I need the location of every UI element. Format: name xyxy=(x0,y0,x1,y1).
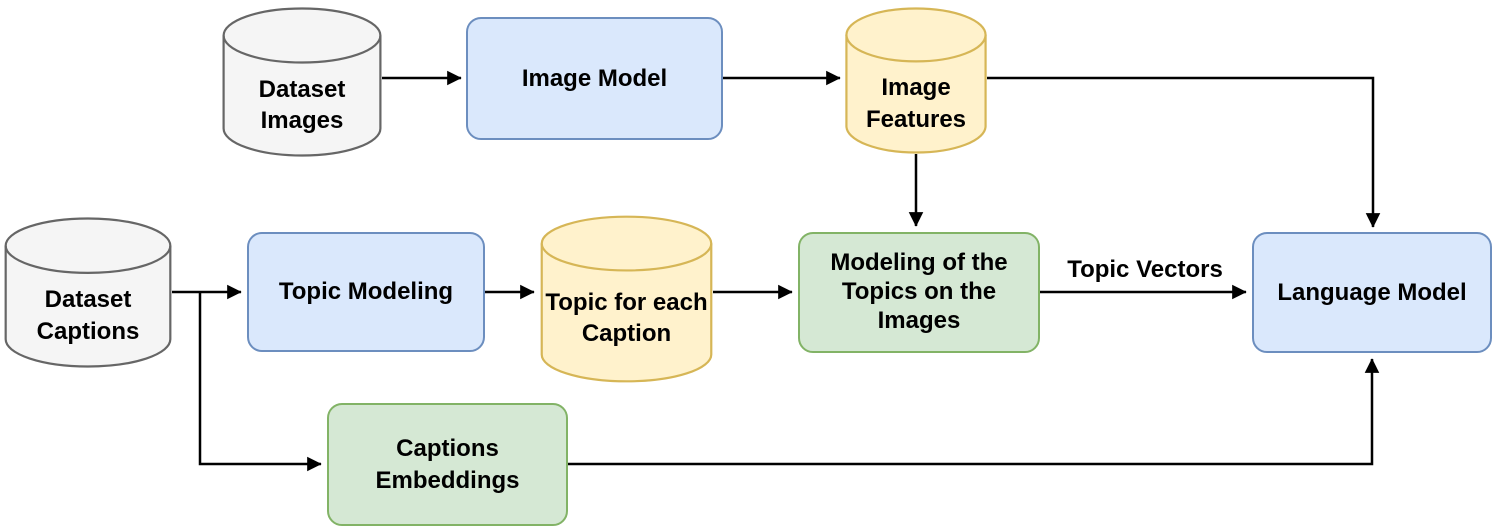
label-line: Embeddings xyxy=(375,466,520,494)
node-dataset-captions-label: Dataset Captions xyxy=(4,238,172,346)
label-line: Language Model xyxy=(1277,278,1467,306)
node-captions-embeddings-label: Captions Embeddings xyxy=(329,433,566,495)
label-line: Topics on the xyxy=(841,278,997,306)
label-line: Captions xyxy=(36,317,140,345)
node-image-model-label: Image Model xyxy=(468,63,721,94)
node-image-features-label: Image Features xyxy=(845,26,987,134)
label-line: Topic Modeling xyxy=(278,278,454,306)
cylinder-shape xyxy=(222,7,382,157)
node-topic-for-each-caption: Topic for each Caption xyxy=(540,215,713,383)
node-modeling-of-topics: Modeling of the Topics on the Images xyxy=(798,232,1040,353)
label-line: Modeling of the xyxy=(830,249,1008,277)
label-line: Dataset xyxy=(258,75,346,103)
label-line: Captions xyxy=(396,435,499,463)
cylinder-shape xyxy=(540,215,713,383)
node-image-model: Image Model xyxy=(466,17,723,140)
edge-label-topic-vectors: Topic Vectors xyxy=(1067,256,1223,283)
label-line: Images xyxy=(877,306,961,334)
node-language-model: Language Model xyxy=(1252,232,1492,353)
label-line: Caption xyxy=(581,320,672,347)
label-line: Images xyxy=(260,107,344,134)
cylinder-shape xyxy=(4,217,172,368)
label-line: Dataset xyxy=(44,286,132,314)
node-image-features: Image Features xyxy=(845,7,987,154)
cylinder-shape xyxy=(845,7,987,154)
node-captions-embeddings: Captions Embeddings xyxy=(327,403,568,526)
node-topic-for-each-caption-label: Topic for each Caption xyxy=(540,249,713,349)
label-line: Image xyxy=(881,74,951,102)
label-line: Image Model xyxy=(521,64,668,92)
node-topic-modeling-label: Topic Modeling xyxy=(249,276,483,307)
node-dataset-images-label: Dataset Images xyxy=(222,28,382,136)
node-dataset-captions: Dataset Captions xyxy=(4,217,172,368)
node-modeling-of-topics-label: Modeling of the Topics on the Images xyxy=(800,249,1038,335)
edge-image-features-to-language-model xyxy=(987,76,1381,228)
node-language-model-label: Language Model xyxy=(1254,277,1490,308)
node-topic-modeling: Topic Modeling xyxy=(247,232,485,352)
label-line: Features xyxy=(865,105,967,133)
label-line: Topic for each xyxy=(545,288,708,316)
node-dataset-images: Dataset Images xyxy=(222,7,382,157)
